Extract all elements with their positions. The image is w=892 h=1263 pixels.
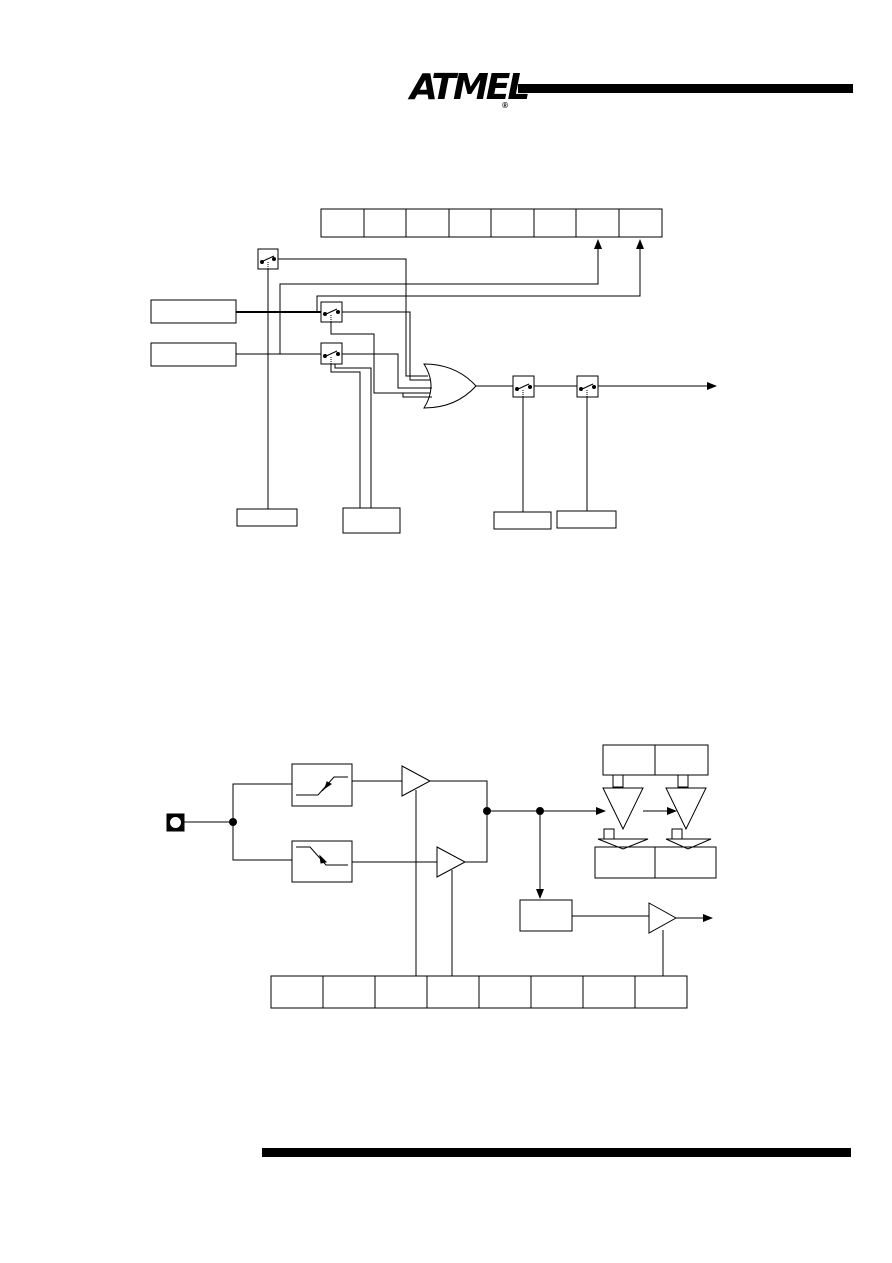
switch-2 [320, 301, 343, 323]
rising-edge-block [291, 763, 353, 807]
switch-3 [320, 342, 343, 365]
switch-1 [257, 248, 279, 270]
input-box-1 [150, 299, 237, 324]
amp-3 [648, 902, 678, 934]
switch-4 [512, 375, 535, 398]
switch-5 [576, 375, 599, 398]
control-box-3 [493, 511, 552, 530]
logo-wordmark: ATMEL [410, 67, 530, 108]
sync-block [519, 899, 573, 932]
bus-buffer-1 [602, 787, 644, 831]
registered-mark: ® [502, 101, 508, 110]
bus-buffer-2 [665, 787, 707, 831]
register-1 [320, 208, 663, 238]
amp-2 [436, 846, 467, 878]
control-box-1 [236, 508, 298, 527]
figure-1-interrupt-logic [150, 208, 717, 534]
register-2 [270, 975, 688, 1009]
footer-rule [262, 1148, 851, 1157]
atmel-logo: ATMEL ® [410, 66, 530, 110]
figure-2-analog-comparator [166, 744, 717, 1009]
amp-1 [401, 765, 432, 797]
input-box-2 [150, 342, 237, 367]
header-rule [518, 84, 853, 93]
or-gate [423, 363, 477, 409]
control-box-4 [556, 510, 617, 529]
control-box-2 [342, 507, 401, 534]
